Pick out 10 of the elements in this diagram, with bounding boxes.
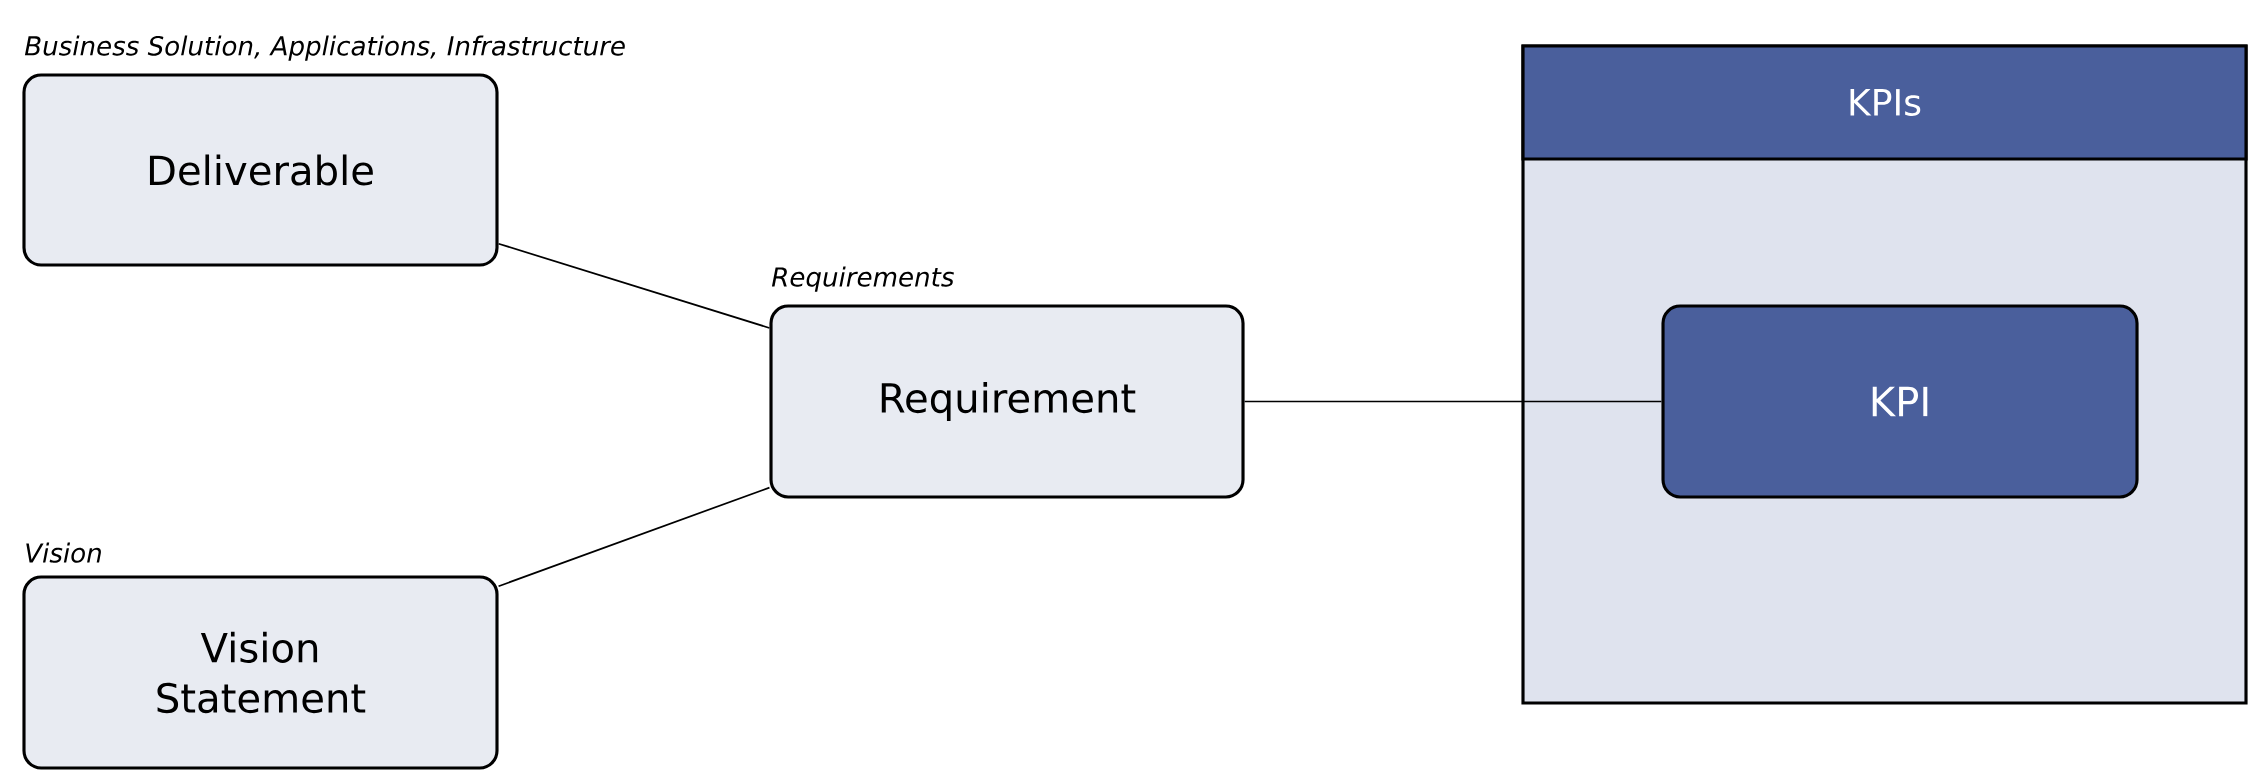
process-box: Requirement [769, 304, 1245, 499]
process-box: KPI [1661, 304, 2139, 499]
box-heading: Business Solution, Applications, Infrastructure [24, 35, 625, 61]
connector-line [1243, 400, 1663, 403]
connector-line [497, 486, 771, 588]
process-box: Deliverable [22, 73, 499, 267]
box-heading: Requirements [771, 266, 954, 292]
box-heading: Vision [26, 542, 101, 563]
connector-line [497, 242, 771, 329]
process-box: Vision Statement [22, 575, 499, 770]
